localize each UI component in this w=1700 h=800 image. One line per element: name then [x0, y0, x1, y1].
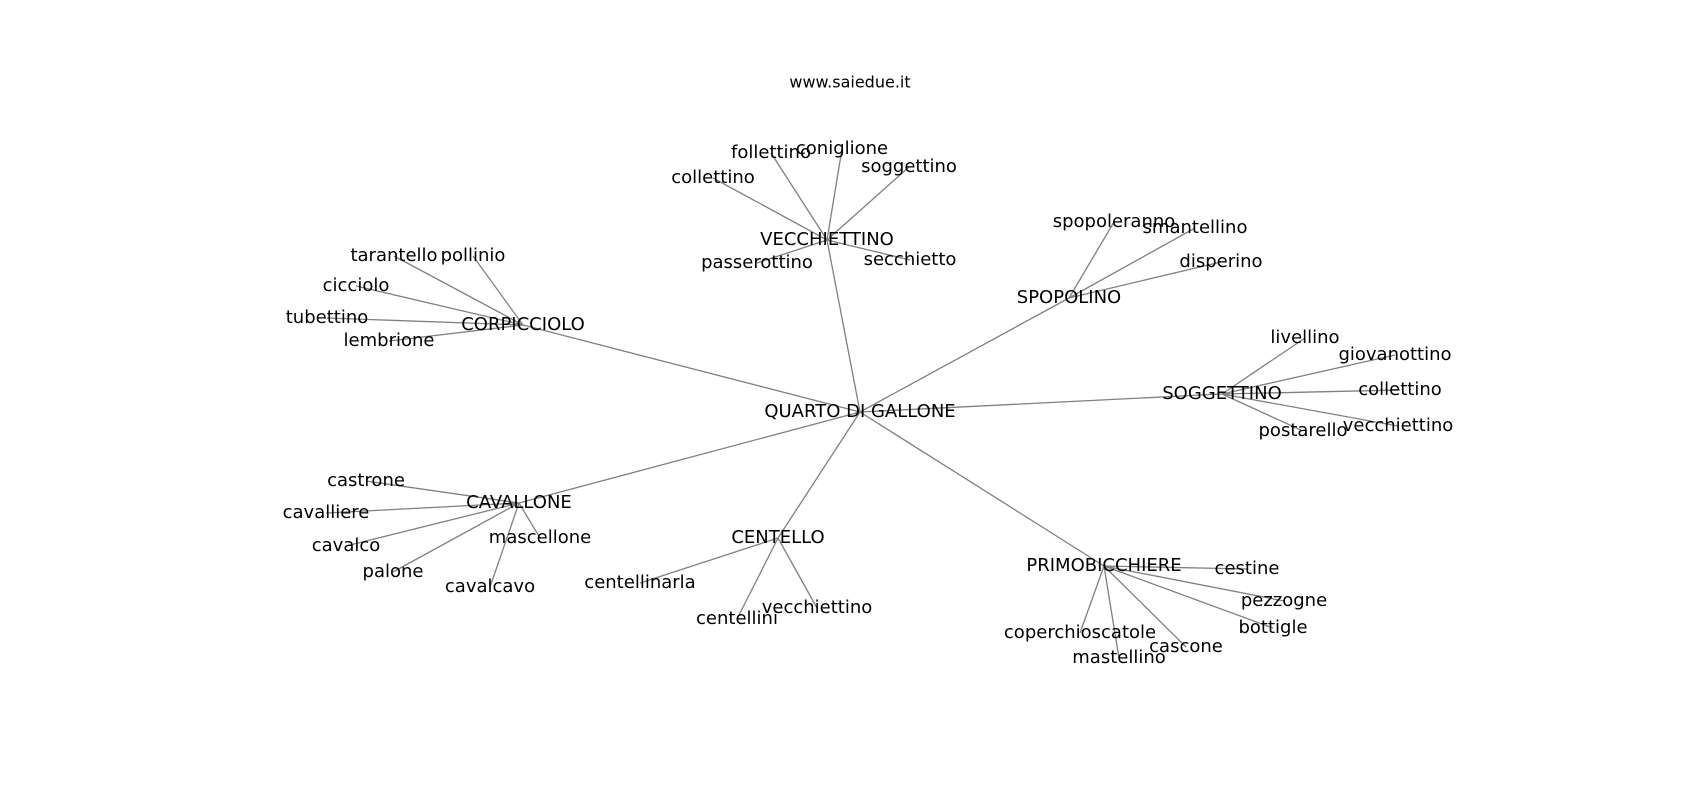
leaf-node-corpicciolo-tubettino: tubettino [285, 307, 369, 328]
edge-root-corpicciolo [522, 324, 861, 413]
edge-spopolino-smantellino [1068, 227, 1196, 299]
edge-soggettino-vecchiettino [1221, 393, 1399, 427]
site-title: www.saiedue.it [789, 72, 911, 92]
leaf-node-vecchiettino-collettino: collettino [671, 167, 755, 188]
leaf-node-spopolino-smantellino: smantellino [1142, 217, 1248, 238]
leaf-node-primobicchiere-cascone: cascone [1149, 636, 1223, 657]
edge-soggettino-postarello [1221, 393, 1304, 432]
edge-spopolino-disperino [1068, 261, 1222, 299]
edge-primobicchiere-cascone [1103, 565, 1187, 648]
leaf-node-corpicciolo-tarantello: tarantello [350, 245, 438, 266]
edge-primobicchiere-coperchioscatole [1079, 565, 1105, 634]
leaf-node-cavallone-castrone: castrone [327, 470, 405, 491]
edge-corpicciolo-cicciolo [355, 285, 524, 326]
leaf-node-vecchiettino-secchietto: secchietto [863, 249, 957, 270]
leaf-node-primobicchiere-cestine: cestine [1214, 558, 1280, 579]
root-node-label: QUARTO DI GALLONE [764, 401, 956, 422]
leaf-node-corpicciolo-pollinio: pollinio [440, 245, 506, 266]
group-node-centello: CENTELLO [731, 527, 825, 548]
leaf-node-cavallone-palone: palone [362, 561, 424, 582]
edge-cavallone-cavalco [345, 502, 520, 547]
leaf-node-corpicciolo-lembrione: lembrione [343, 330, 435, 351]
group-node-vecchiettino: VECCHIETTINO [760, 229, 894, 250]
leaf-node-centello-vecchiettino: vecchiettino [761, 597, 873, 618]
group-node-primobicchiere: PRIMOBICCHIERE [1026, 555, 1182, 576]
edge-cavallone-palone [392, 502, 520, 573]
leaf-node-soggettino-collettino: collettino [1358, 379, 1442, 400]
leaf-node-cavallone-cavalcavo: cavalcavo [444, 576, 536, 597]
leaf-node-primobicchiere-bottigle: bottigle [1238, 617, 1308, 638]
leaf-node-soggettino-postarello: postarello [1258, 420, 1348, 441]
leaf-node-cavallone-mascellone: mascellone [488, 527, 592, 548]
edge-soggettino-collettino [1221, 389, 1401, 395]
leaf-node-vecchiettino-passerottino: passerottino [701, 252, 813, 273]
group-node-corpicciolo: CORPICCIOLO [461, 314, 585, 335]
edge-corpicciolo-tarantello [393, 255, 524, 326]
leaf-node-cavallone-cavalco: cavalco [311, 535, 381, 556]
leaf-node-primobicchiere-pezzogne: pezzogne [1240, 590, 1328, 611]
edge-corpicciolo-pollinio [472, 255, 524, 326]
leaf-node-soggettino-livellino: livellino [1270, 327, 1340, 348]
edge-primobicchiere-pezzogne [1103, 565, 1285, 602]
edge-centello-vecchiettino [777, 537, 818, 609]
edge-vecchiettino-secchietto [826, 239, 911, 261]
edge-primobicchiere-mastellino [1103, 565, 1120, 659]
group-node-spopolino: SPOPOLINO [1016, 287, 1122, 308]
edge-cavallone-cavalliere [325, 502, 520, 514]
edge-centello-centellinarla [639, 537, 779, 584]
edge-root-centello [777, 411, 861, 539]
edge-vecchiettino-coniglione [826, 148, 843, 241]
edge-corpicciolo-lembrione [388, 324, 524, 342]
leaf-node-cavallone-cavalliere: cavalliere [282, 502, 370, 523]
edge-root-spopolino [859, 297, 1070, 413]
edge-cavallone-cavalcavo [489, 502, 520, 588]
leaf-node-vecchiettino-follettino: follettino [731, 142, 811, 163]
group-node-cavallone: CAVALLONE [466, 492, 572, 513]
leaf-node-spopolino-spopoleranno: spopoleranno [1052, 211, 1176, 232]
edge-vecchiettino-soggettino [826, 166, 910, 241]
edge-centello-centellini [736, 537, 779, 620]
edge-root-vecchiettino [826, 239, 861, 413]
edge-root-soggettino [859, 393, 1223, 413]
edge-cavallone-castrone [365, 480, 520, 504]
leaf-node-primobicchiere-mastellino: mastellino [1072, 647, 1166, 668]
edge-spopolino-spopoleranno [1068, 221, 1115, 299]
edge-vecchiettino-passerottino [756, 239, 828, 264]
edge-soggettino-giovanottino [1221, 354, 1396, 395]
edge-vecchiettino-collettino [712, 177, 828, 241]
leaf-node-spopolino-disperino: disperino [1179, 251, 1263, 272]
leaf-node-soggettino-vecchiettino: vecchiettino [1342, 415, 1454, 436]
leaf-node-vecchiettino-soggettino: soggettino [861, 156, 957, 177]
edge-corpicciolo-tubettino [326, 317, 524, 326]
edge-cavallone-mascellone [518, 502, 541, 539]
leaf-node-corpicciolo-cicciolo: cicciolo [322, 275, 390, 296]
leaf-node-centello-centellinarla: centellinarla [584, 572, 696, 593]
edge-root-primobicchiere [859, 411, 1105, 567]
leaf-node-soggettino-giovanottino: giovanottino [1338, 344, 1452, 365]
edge-root-cavallone [518, 411, 861, 504]
edge-primobicchiere-bottigle [1103, 565, 1274, 629]
group-node-soggettino: SOGGETTINO [1162, 383, 1282, 404]
leaf-node-centello-centellini: centellini [696, 608, 778, 629]
edge-soggettino-livellino [1221, 337, 1306, 395]
edge-vecchiettino-follettino [770, 152, 828, 241]
leaf-node-vecchiettino-coniglione: coniglione [795, 138, 889, 159]
leaf-node-primobicchiere-coperchioscatole: coperchioscatole [1003, 622, 1157, 643]
edge-primobicchiere-cestine [1103, 565, 1248, 570]
